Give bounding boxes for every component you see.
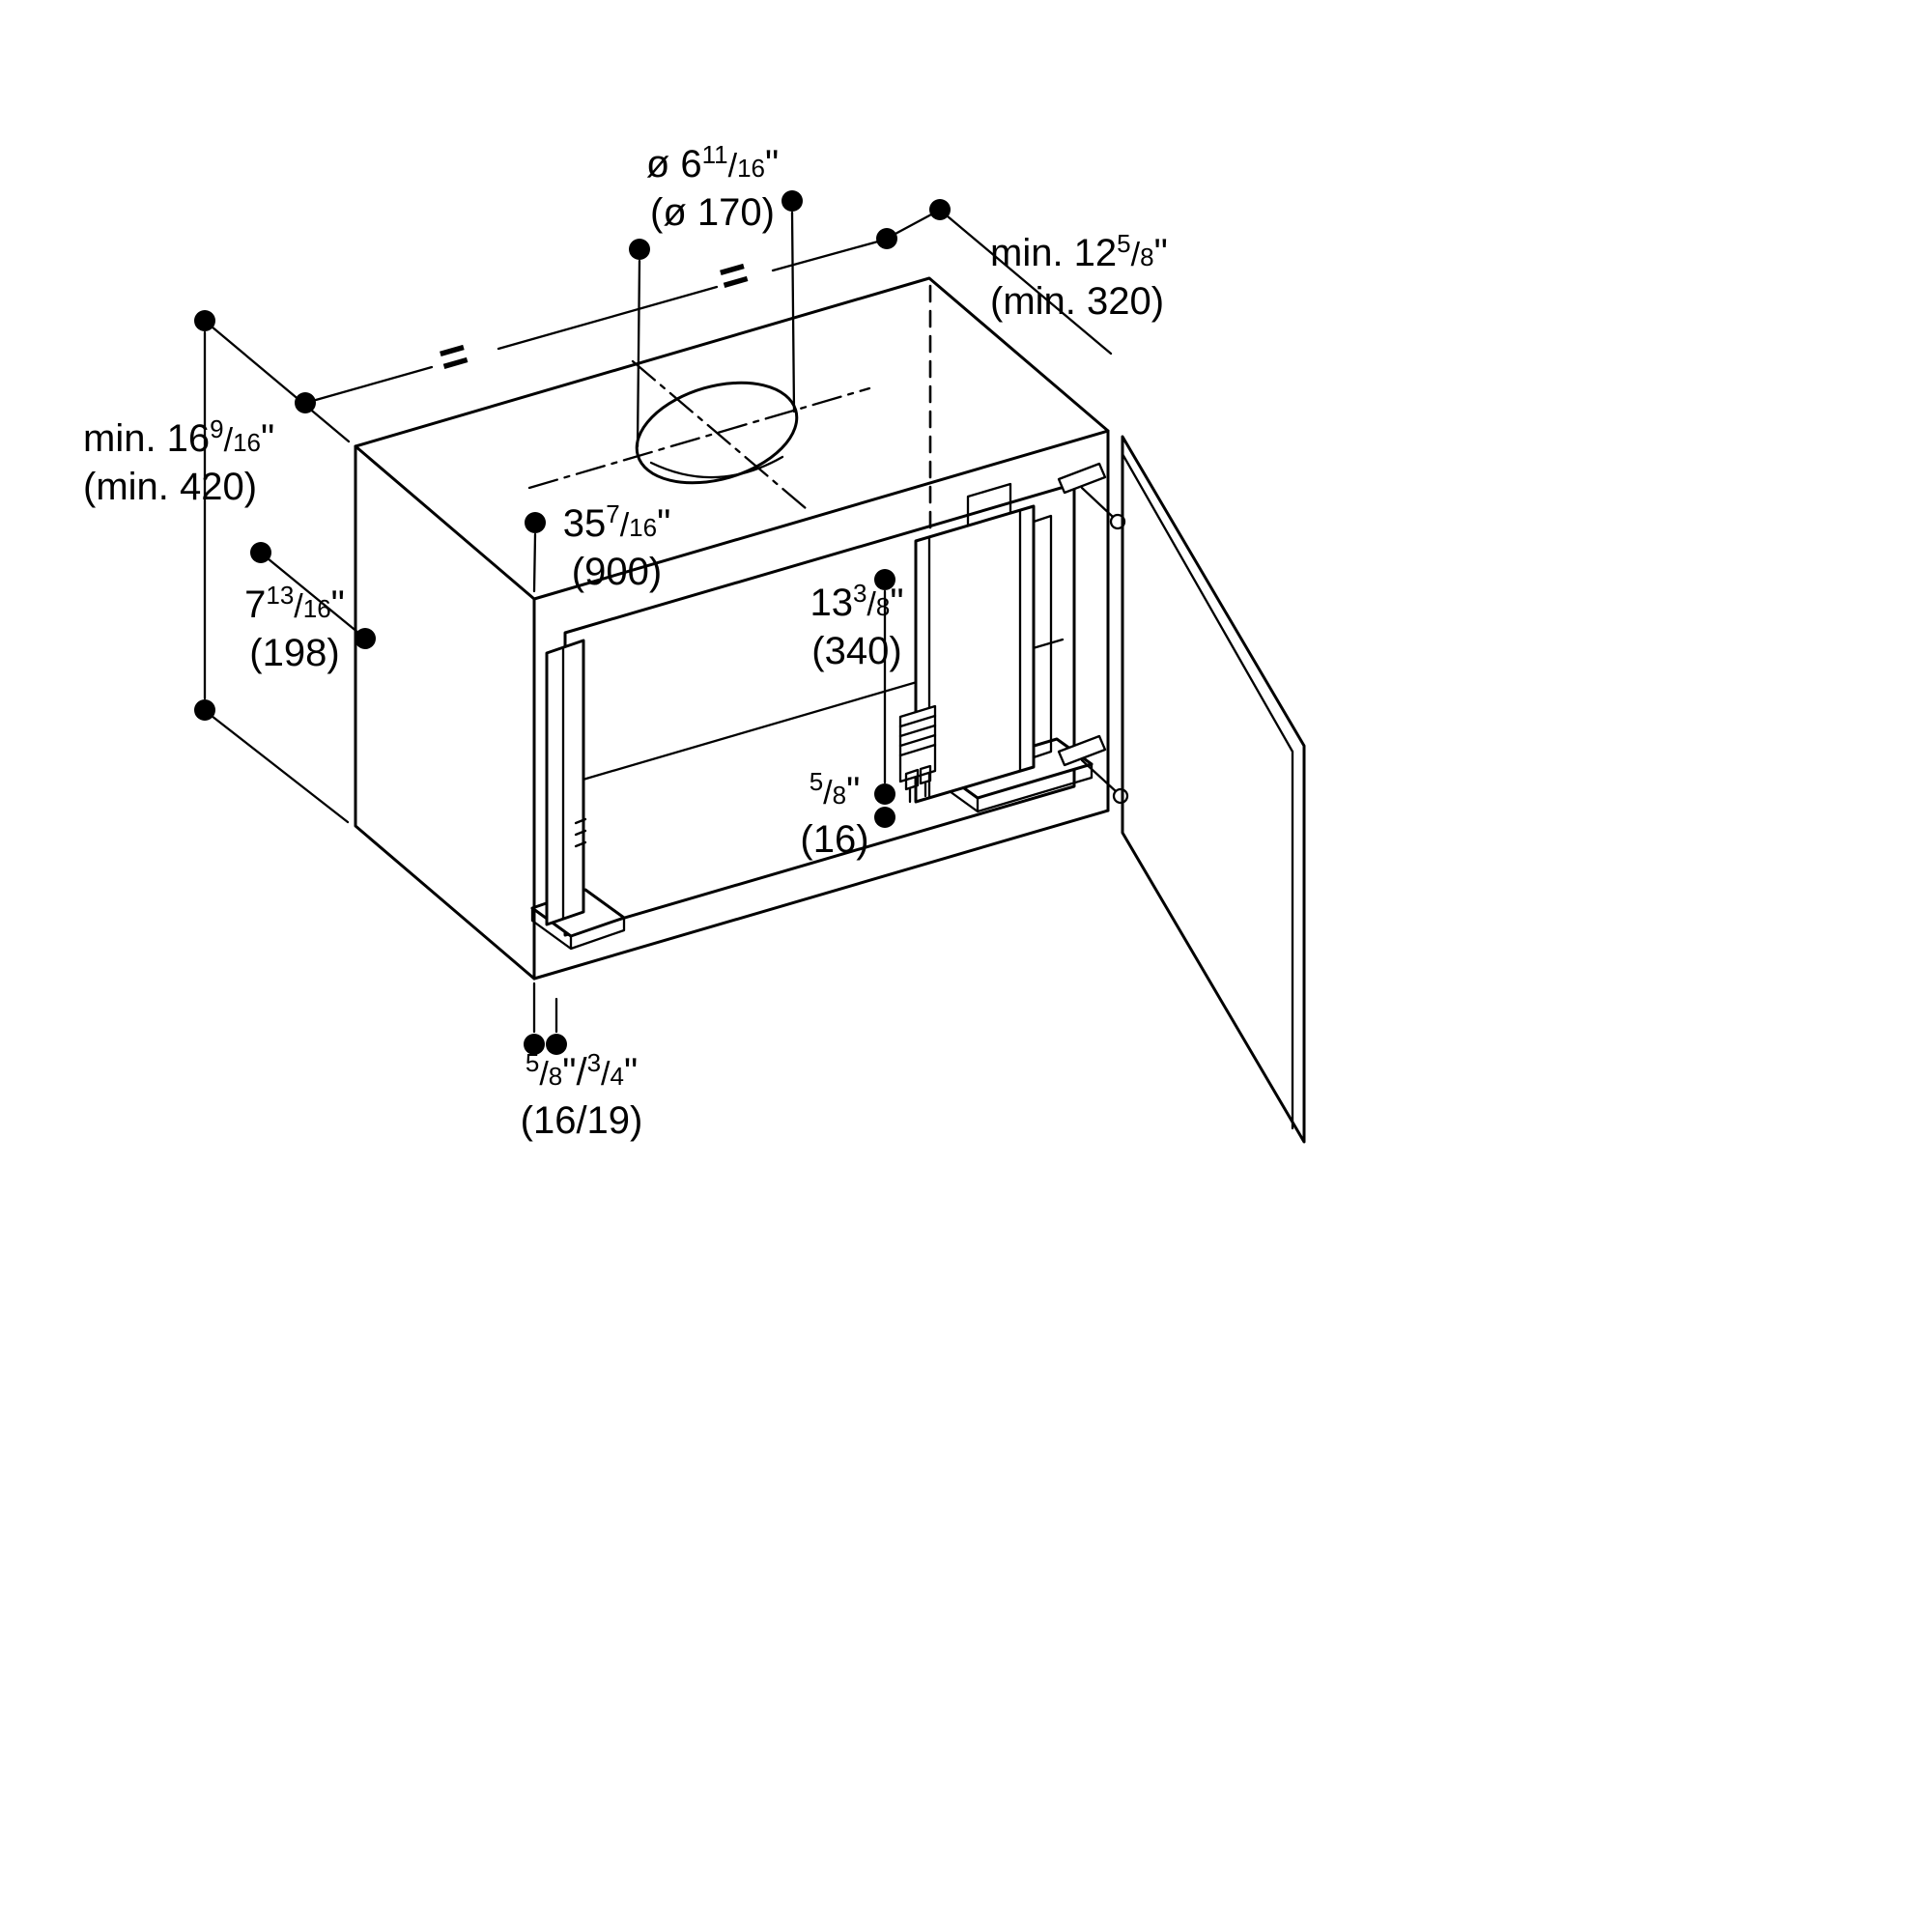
right-mounting-bracket bbox=[898, 482, 1094, 813]
duct-hole bbox=[527, 359, 871, 511]
dim-label-foot-thickness: 5/8" (16) bbox=[781, 767, 889, 864]
dim-imperial: min. 125/8" bbox=[990, 229, 1168, 274]
dim-label-width: 357/16" (900) bbox=[537, 499, 696, 596]
left-mounting-bracket bbox=[530, 639, 626, 951]
dim-imperial: 5/8" bbox=[809, 767, 861, 812]
dim-label-min-depth: min. 125/8" (min. 320) bbox=[990, 229, 1168, 326]
dim-imperial: 357/16" bbox=[562, 499, 671, 545]
dim-label-duct-diameter: ø 611/16" (ø 170) bbox=[613, 140, 811, 237]
dim-label-panel-thickness: 5/8"/3/4" (16/19) bbox=[479, 1048, 684, 1145]
dim-imperial: 713/16" bbox=[244, 581, 345, 626]
door-hinges bbox=[1057, 462, 1129, 805]
door-panel bbox=[1121, 435, 1306, 1144]
terminal-block bbox=[898, 704, 937, 783]
dim-imperial: 133/8" bbox=[810, 579, 904, 624]
dim-metric: (900) bbox=[571, 550, 663, 593]
dim-label-bracket-height: 133/8" (340) bbox=[790, 579, 923, 675]
dimension-lines bbox=[203, 211, 1113, 1034]
dim-label-left-offset: 713/16" (198) bbox=[218, 581, 371, 677]
dim-metric: (16) bbox=[800, 817, 869, 861]
dim-metric: (min. 420) bbox=[83, 465, 258, 508]
dim-metric: (ø 170) bbox=[650, 190, 775, 234]
dim-metric: (16/19) bbox=[520, 1098, 643, 1142]
dim-imperial: ø 611/16" bbox=[645, 140, 780, 185]
dim-metric: (340) bbox=[811, 629, 902, 672]
dim-metric: (198) bbox=[249, 631, 340, 674]
dimension-dots bbox=[194, 190, 951, 1055]
dim-imperial: 5/8"/3/4" bbox=[525, 1048, 639, 1094]
dim-metric: (min. 320) bbox=[990, 279, 1165, 323]
dim-imperial: min. 169/16" bbox=[83, 414, 275, 460]
dim-label-min-height: min. 169/16" (min. 420) bbox=[83, 414, 275, 511]
